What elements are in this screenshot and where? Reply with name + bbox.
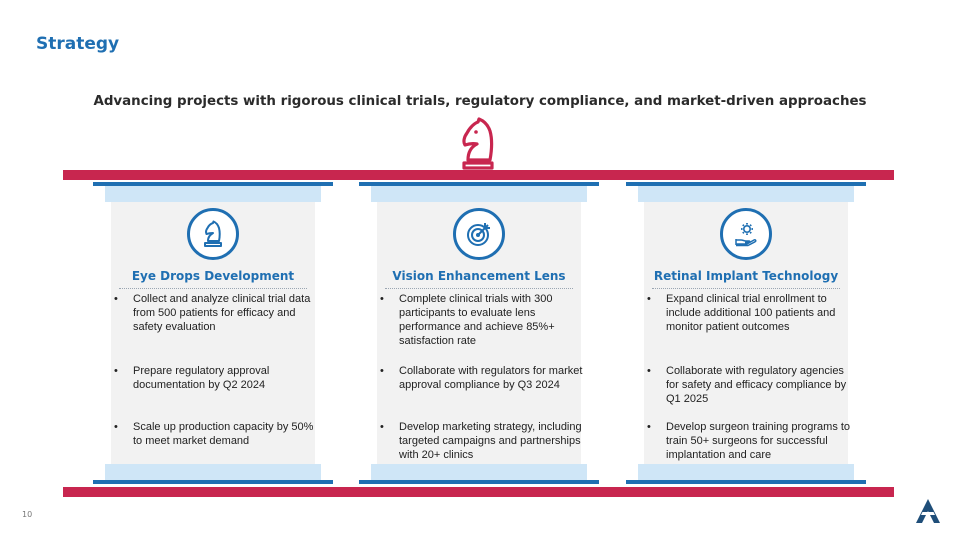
pillar-title: Eye Drops Development	[131, 269, 295, 283]
pillar-base-line	[626, 480, 866, 484]
knight-chess-icon	[187, 208, 239, 260]
pillar-eye-drops: Eye Drops Development Collect and analyz…	[93, 182, 333, 484]
company-logo-icon	[914, 498, 942, 524]
pillar-cap-line	[626, 182, 866, 186]
pillar-cap-band	[105, 186, 321, 202]
list-item: Complete clinical trials with 300 partic…	[377, 292, 589, 348]
slide-subtitle: Advancing projects with rigorous clinica…	[93, 94, 867, 109]
pillar-retinal-implant: Retinal Implant Technology Expand clinic…	[626, 182, 866, 484]
list-item: Collaborate with regulatory agencies for…	[644, 364, 856, 406]
list-item: Collaborate with regulators for market a…	[377, 364, 589, 392]
pillar-base-band	[105, 464, 321, 480]
list-item: Develop marketing strategy, including ta…	[377, 420, 589, 462]
pillar-divider	[119, 288, 307, 289]
list-item: Collect and analyze clinical trial data …	[111, 292, 323, 334]
pillar-base-band	[638, 464, 854, 480]
target-icon	[453, 208, 505, 260]
slide-title: Strategy	[36, 34, 120, 54]
pillar-vision-lens: Vision Enhancement Lens Complete clinica…	[359, 182, 599, 484]
pillar-divider	[385, 288, 573, 289]
pillar-cap-band	[638, 186, 854, 202]
top-beam	[63, 170, 894, 180]
page-number: 10	[22, 510, 33, 519]
pillar-title: Retinal Implant Technology	[653, 269, 839, 283]
list-item: Scale up production capacity by 50% to m…	[111, 420, 323, 448]
pillar-title: Vision Enhancement Lens	[392, 269, 566, 283]
knight-chess-icon	[455, 116, 501, 172]
list-item: Prepare regulatory approval documentatio…	[111, 364, 323, 392]
pillar-base-line	[93, 480, 333, 484]
pillar-cap-line	[359, 182, 599, 186]
gear-hand-icon	[720, 208, 772, 260]
list-item: Expand clinical trial enrollment to incl…	[644, 292, 856, 334]
pillar-cap-band	[371, 186, 587, 202]
pillar-cap-line	[93, 182, 333, 186]
list-item: Develop surgeon training programs to tra…	[644, 420, 856, 462]
bottom-beam	[63, 487, 894, 497]
pillar-divider	[652, 288, 840, 289]
pillar-base-band	[371, 464, 587, 480]
pillar-base-line	[359, 480, 599, 484]
